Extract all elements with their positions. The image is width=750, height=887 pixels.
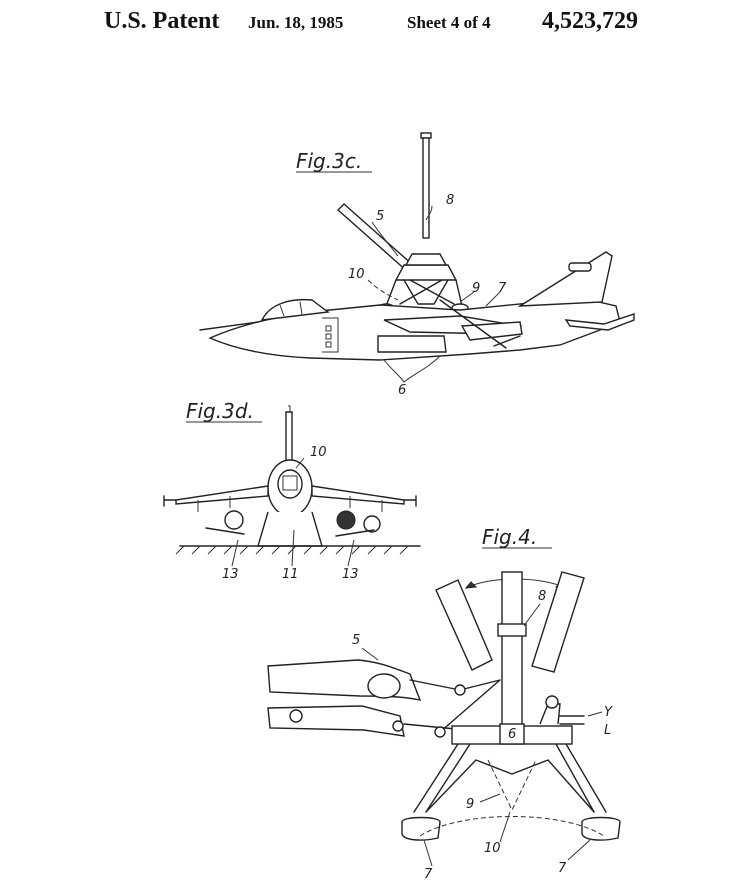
ref-4-5: 5	[352, 633, 360, 648]
ref-4-7-left: 7	[424, 867, 433, 882]
mast-8	[420, 132, 432, 239]
ref-6: 6	[398, 383, 406, 398]
mast-8-detail	[501, 571, 523, 733]
ref-3d-13-right: 13	[342, 567, 359, 582]
patent-header-title: U.S. Patent	[104, 8, 220, 34]
ref-7: 7	[498, 281, 507, 296]
ref-4-10: 10	[484, 841, 501, 856]
ref-3d-13-left: 13	[222, 567, 239, 582]
boom-5	[337, 203, 415, 273]
figure-3d: Fig.3d. 10 13 11 1	[163, 399, 421, 582]
patent-header-date: Jun. 18, 1985	[248, 13, 344, 32]
figure-4: Fig.4.	[267, 525, 621, 882]
ref-3d-10: 10	[310, 445, 327, 460]
figure-4-label: Fig.4.	[482, 525, 537, 549]
ref-3d-11: 11	[282, 567, 299, 582]
ref-5: 5	[376, 209, 384, 224]
ref-4-L: L	[604, 723, 611, 738]
figure-3c: Fig.3c.	[199, 132, 635, 398]
ref-4-8: 8	[538, 589, 546, 604]
aircraft-side	[199, 251, 635, 361]
ref-4-9: 9	[466, 797, 474, 812]
ref-4-6: 6	[508, 727, 516, 742]
ref-10: 10	[348, 267, 365, 282]
figure-3c-label: Fig.3c.	[296, 149, 362, 173]
ref-8: 8	[446, 193, 454, 208]
ref-4-7-right: 7	[558, 861, 567, 876]
patent-header-sheet: Sheet 4 of 4	[407, 13, 491, 32]
support-frame	[377, 253, 469, 313]
patent-header-number: 4,523,729	[542, 8, 638, 34]
ref-4-Y: Y	[604, 705, 613, 720]
ref-9: 9	[472, 281, 480, 296]
figure-3d-label: Fig.3d.	[186, 399, 254, 423]
